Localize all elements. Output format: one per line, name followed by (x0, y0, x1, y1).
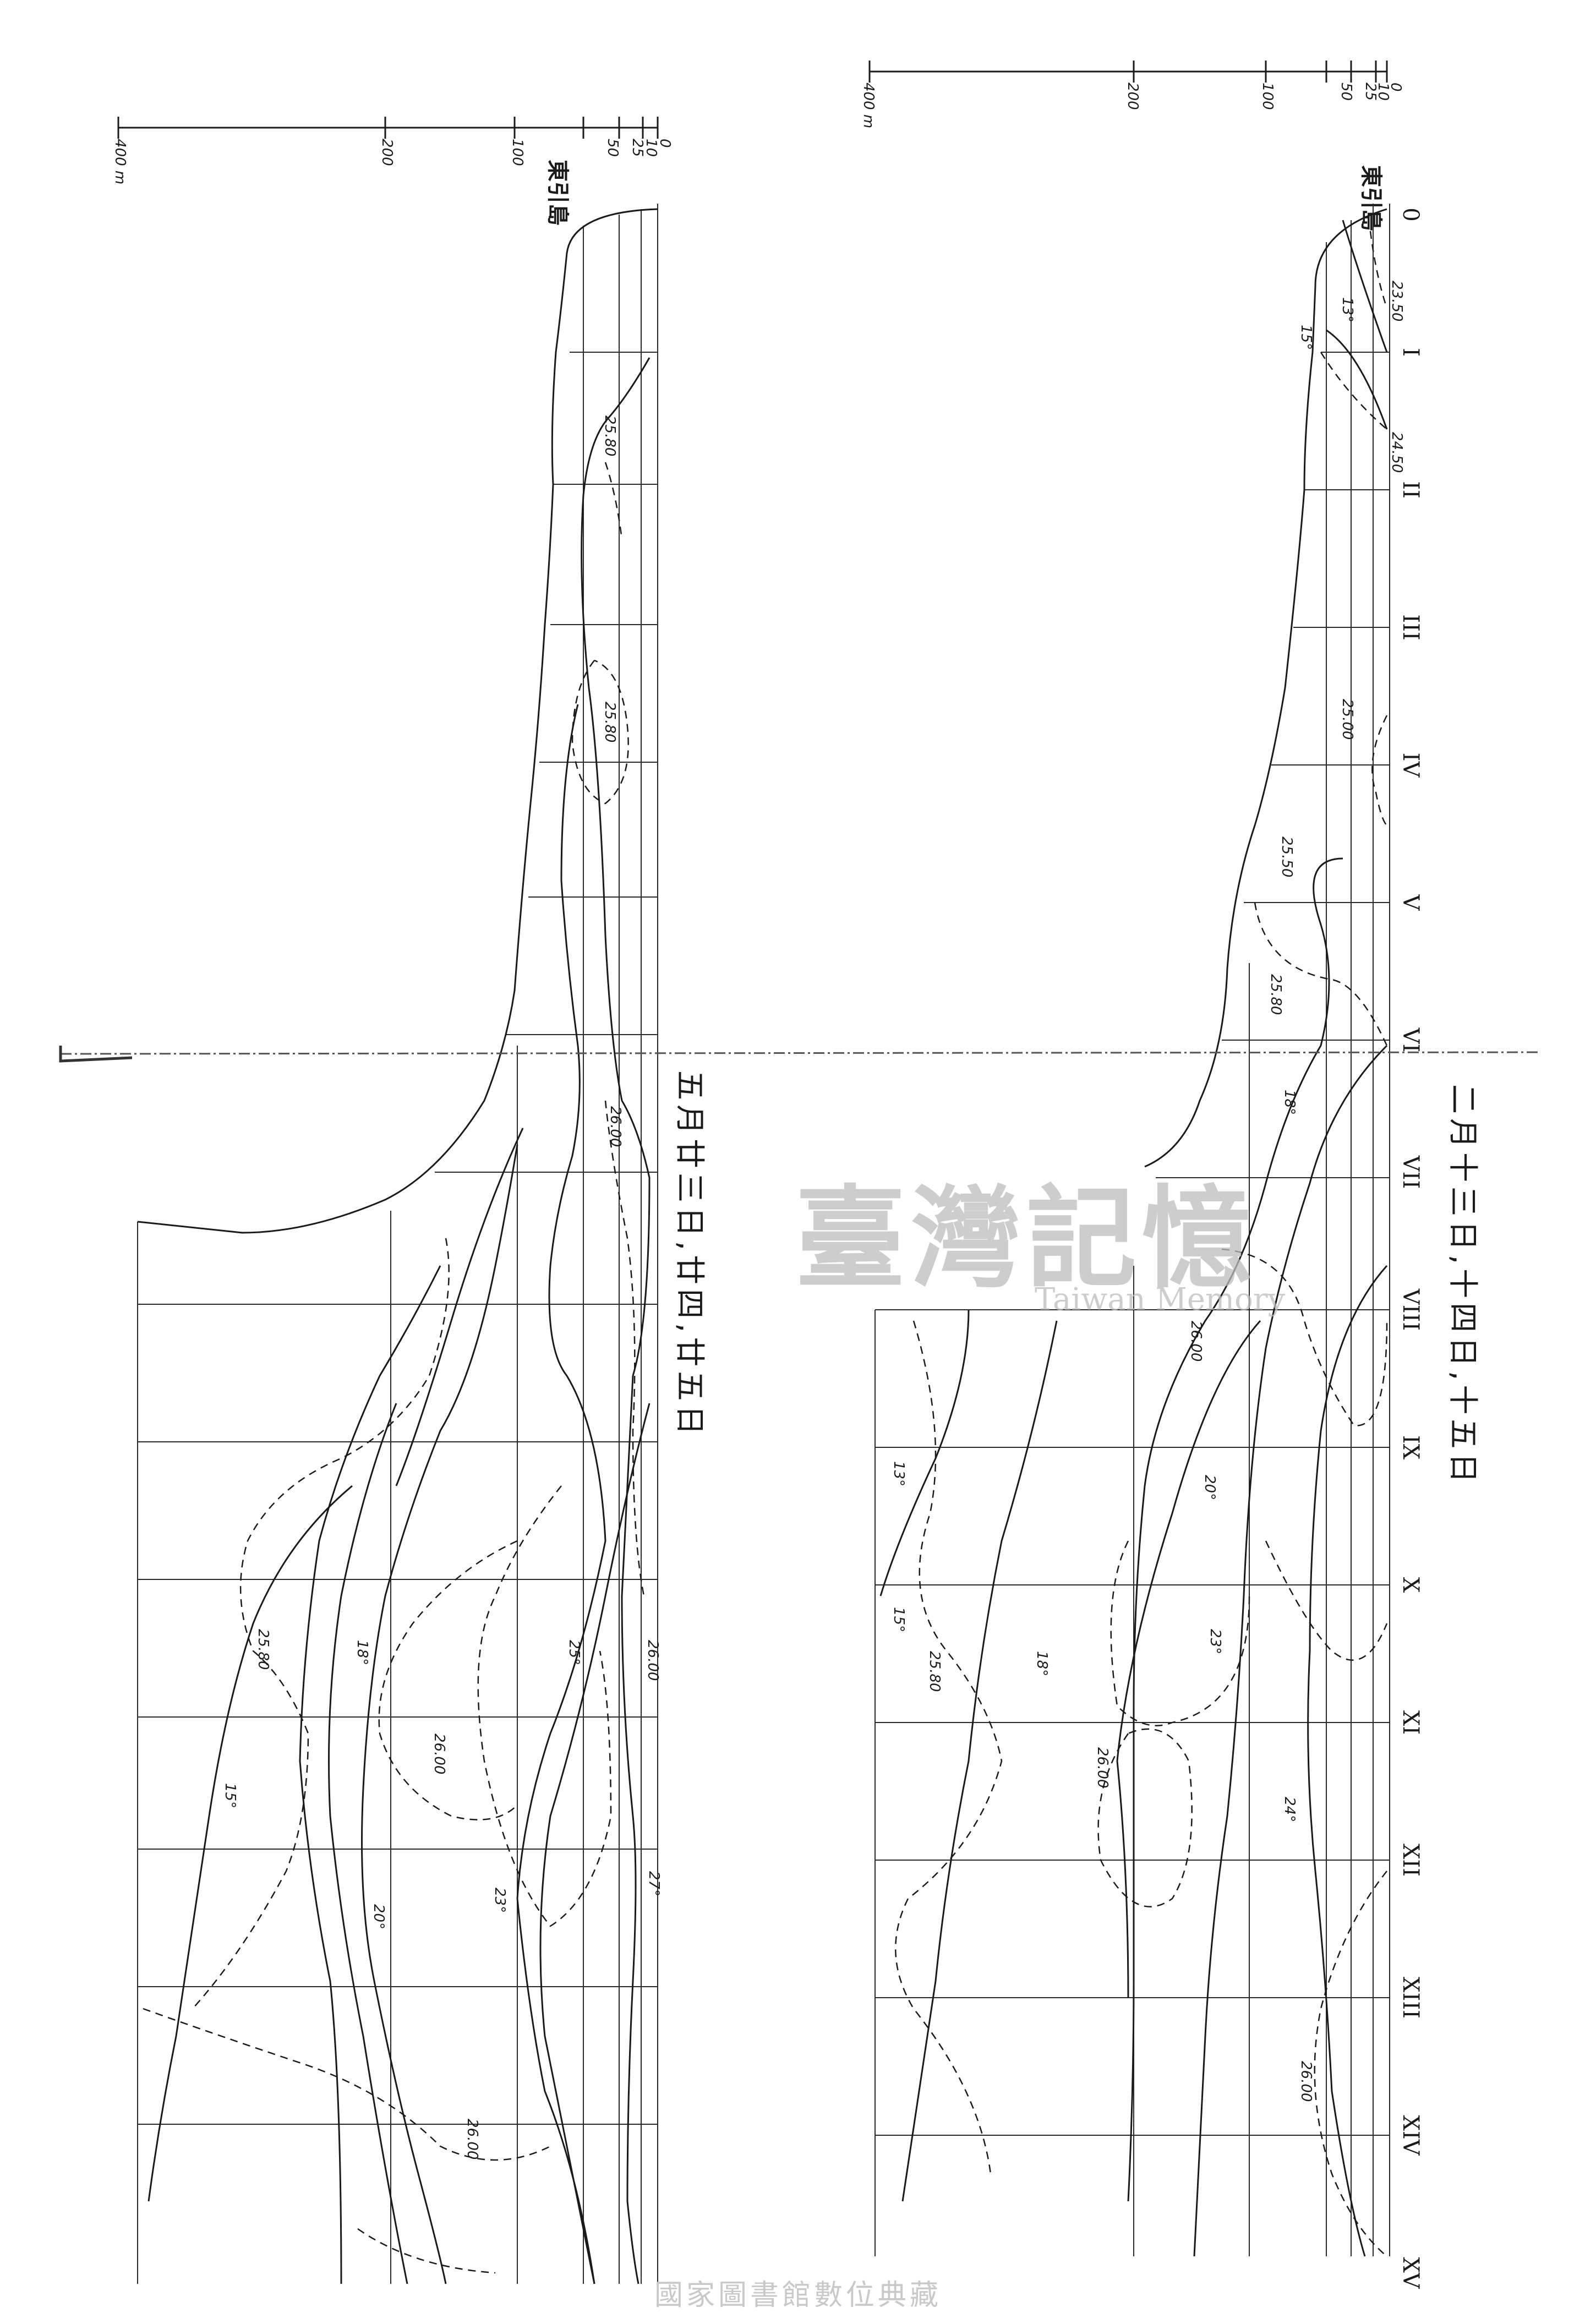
right-iso-24: 24° (1281, 1797, 1298, 1822)
right-den-2600: 26.00 (1188, 1321, 1204, 1361)
left-den-2600b: 26.00 (644, 1640, 661, 1681)
right-seabed-profile (1144, 208, 1387, 1168)
station-label-X: X (1398, 1577, 1423, 1593)
right-depth-tick-10: 10 (1375, 83, 1391, 101)
left-depth-tick-10: 10 (643, 139, 659, 157)
station-label-IX: IX (1398, 1435, 1423, 1460)
left-iso-15: 15° (222, 1783, 238, 1808)
station-label-VIII: VIII (1398, 1288, 1423, 1331)
left-section: 0 10 25 50 100 200 400 m 東引島 (112, 117, 707, 2284)
left-isotherms (147, 357, 651, 2284)
station-label-III: III (1398, 614, 1423, 640)
station-label-II: II (1398, 481, 1423, 499)
right-isotherms (879, 220, 1388, 2257)
right-section: 0 10 25 50 100 200 400 m 東引島 (860, 61, 1480, 2257)
left-seabed-profile (137, 208, 658, 1234)
right-iso-15: 15° (1298, 325, 1314, 350)
station-label-XII: XII (1398, 1844, 1423, 1877)
station-label-0: 0 (1398, 207, 1423, 221)
right-section-title: 二月十三日,十四日,十五日 (1446, 1084, 1480, 1487)
left-depth-tick-50: 50 (604, 139, 621, 157)
left-depth-tick-0: 0 (657, 139, 673, 148)
right-grid (874, 204, 1390, 2256)
right-den-2450: 24.50 (1389, 432, 1405, 473)
left-depth-tick-100: 100 (509, 139, 526, 166)
station-label-XIV: XIV (1398, 2115, 1423, 2156)
left-density-lines (143, 462, 645, 2274)
left-section-title: 五月廿三日,廿四,廿五日 (673, 1070, 707, 1439)
right-station-label: 東引島 (1358, 165, 1384, 231)
station-label-VI: VI (1398, 1027, 1423, 1053)
right-iso-18b: 18° (1034, 1651, 1050, 1676)
right-depth-tick-25: 25 (1362, 83, 1379, 101)
left-iso-18: 18° (354, 1640, 370, 1665)
left-iso-25: 25° (566, 1640, 582, 1665)
left-depth-tick-400: 400 m (112, 139, 128, 184)
station-label-V: V (1398, 894, 1423, 911)
right-iso-20: 20° (1201, 1475, 1218, 1500)
left-depth-tick-25: 25 (629, 139, 646, 157)
right-depth-tick-50: 50 (1338, 83, 1354, 101)
watermark-footer: 國家圖書館數位典藏 (654, 2279, 942, 2312)
left-grid (137, 204, 658, 2284)
right-density-lines (895, 231, 1388, 2257)
left-value-labels: 25.80 25.80 26.00 26.00 26.00 25.80 26.0… (222, 415, 662, 2159)
station-label-XV: XV (1398, 2257, 1423, 2289)
right-value-labels: 13° 15° 18° 20° 23° 24° 13° 15° 18° 23.5… (890, 281, 1405, 2102)
right-den-2500: 25.00 (1339, 699, 1355, 740)
left-iso-27: 27° (646, 1871, 662, 1896)
left-den-2600a: 26.00 (607, 1106, 624, 1147)
left-iso-23: 23° (491, 1888, 508, 1913)
watermark-logo: 臺灣記憶 Taiwan Memory (795, 1174, 1286, 1317)
right-den-2350: 23.50 (1389, 281, 1405, 321)
left-den-2580c: 25.80 (255, 1629, 271, 1670)
right-den-2600c: 26.00 (1298, 2061, 1314, 2102)
left-den-2600c: 26.00 (431, 1734, 447, 1774)
right-iso-18: 18° (1281, 1090, 1298, 1115)
right-depth-tick-200: 200 (1124, 83, 1141, 110)
watermark-logo-text: 臺灣記憶 (795, 1174, 1258, 1303)
left-den-2580b: 25.80 (602, 702, 618, 742)
right-depth-tick-400: 400 m (860, 83, 877, 128)
station-label-IV: IV (1398, 753, 1423, 778)
fold-line (59, 1046, 1542, 1063)
left-den-2580a: 25.80 (602, 415, 618, 456)
station-label-I: I (1398, 348, 1423, 357)
right-depth-tick-0: 0 (1387, 83, 1404, 92)
right-den-2580: 25.80 (1267, 974, 1284, 1015)
left-station-label: 東引島 (545, 160, 570, 226)
right-den-2600b: 26.00 (1094, 1747, 1111, 1788)
left-depth-axis: 0 10 25 50 100 200 400 m 東引島 (112, 117, 673, 226)
station-label-VII: VII (1398, 1155, 1423, 1189)
right-iso-13: 13° (1339, 297, 1355, 322)
left-iso-20: 20° (370, 1904, 387, 1929)
watermark-logo-subtext: Taiwan Memory (1035, 1282, 1286, 1317)
right-depth-axis: 0 10 25 50 100 200 400 m 東引島 (860, 61, 1404, 231)
right-den-2550: 25.50 (1278, 836, 1295, 877)
right-iso-13b: 13° (890, 1461, 907, 1486)
station-label-XIII: XIII (1398, 1977, 1423, 2019)
left-depth-tick-200: 200 (379, 139, 395, 166)
right-iso-23: 23° (1207, 1629, 1223, 1654)
left-den-2600d: 26.00 (464, 2119, 480, 2159)
right-iso-15b: 15° (890, 1607, 907, 1632)
right-depth-tick-100: 100 (1259, 83, 1276, 110)
station-label-XI: XI (1398, 1710, 1423, 1735)
right-den-2580b: 25.80 (926, 1651, 943, 1692)
